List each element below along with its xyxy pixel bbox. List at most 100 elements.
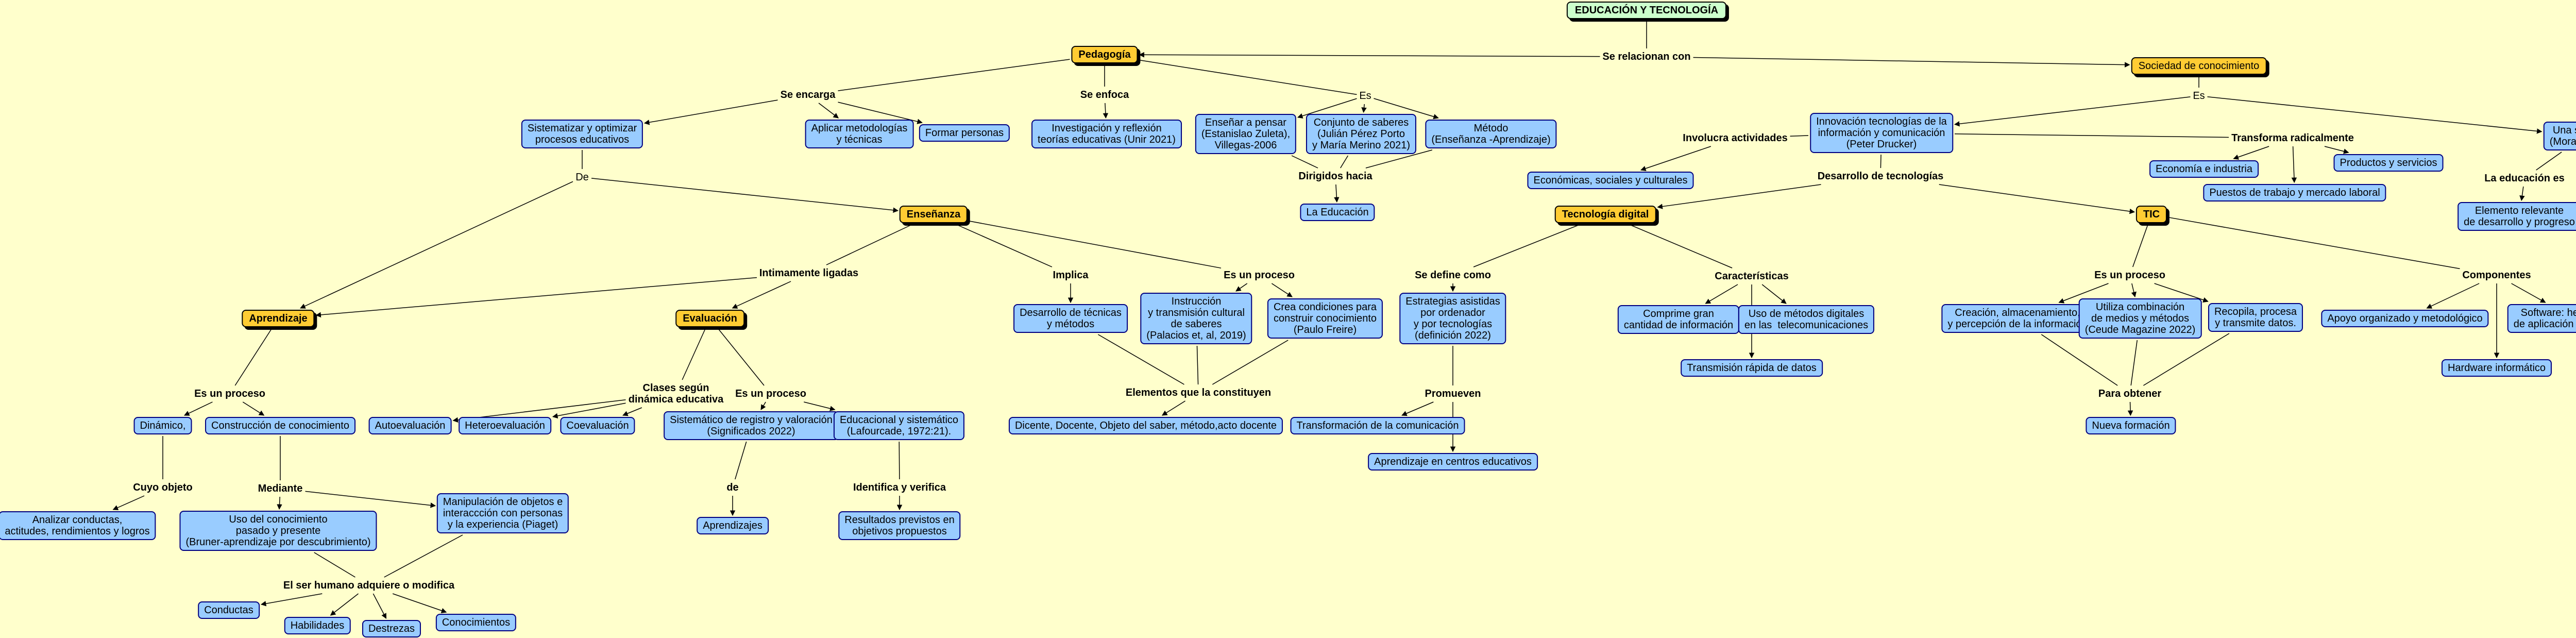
node-dirigidos: Dirigidos hacia bbox=[1298, 171, 1372, 182]
node-utiliza[interactable]: Utiliza combinación de medios y métodos … bbox=[2078, 298, 2202, 339]
link-es2-innovacion bbox=[1954, 96, 2191, 127]
node-construccion[interactable]: Construcción de conocimiento bbox=[205, 417, 355, 434]
link-de1-ensenanza bbox=[591, 178, 899, 213]
node-esproceso3: Es un proceso bbox=[735, 388, 806, 399]
node-nuevaformacion[interactable]: Nueva formación bbox=[2086, 417, 2176, 434]
link-mediante-manipulacion bbox=[305, 491, 436, 508]
link-involucra-economicas bbox=[1640, 146, 1711, 171]
node-creacion[interactable]: Creación, almacenamiento, y percepción d… bbox=[1941, 304, 2094, 333]
node-apoyo[interactable]: Apoyo organizado y metodológico bbox=[2321, 310, 2489, 327]
node-creacondiciones[interactable]: Crea condiciones para construir conocimi… bbox=[1267, 298, 1383, 339]
link-relacionan-sociedad bbox=[1693, 57, 2130, 68]
link-uso-elser bbox=[314, 552, 355, 578]
link-clases-coevaluacion bbox=[622, 407, 642, 416]
link-utiliza-paraobtener bbox=[2130, 340, 2138, 386]
node-sociedad[interactable]: Sociedad de conocimiento bbox=[2131, 57, 2267, 75]
node-conductas[interactable]: Conductas bbox=[198, 601, 260, 619]
node-resultados[interactable]: Resultados previstos en objetivos propue… bbox=[838, 511, 961, 540]
node-esproceso2: Es un proceso bbox=[1224, 270, 1295, 281]
node-conjunto[interactable]: Conjunto de saberes (Julián Pérez Porto … bbox=[1306, 114, 1417, 154]
node-ensenanza[interactable]: Enseñanza bbox=[899, 206, 968, 223]
node-conocimientos[interactable]: Conocimientos bbox=[435, 614, 517, 631]
node-promueven: Promueven bbox=[1425, 388, 1481, 399]
node-tecnologia[interactable]: Tecnología digital bbox=[1554, 206, 1656, 223]
link-ensenanza-esproceso2 bbox=[969, 221, 1222, 268]
link-unasociedad-laeducacion2 bbox=[2536, 152, 2562, 171]
node-dinamico[interactable]: Dinámico, bbox=[133, 417, 192, 434]
node-desarrollo[interactable]: Desarrollo de técnicas y métodos bbox=[1013, 304, 1128, 333]
link-encarga-sistematizar bbox=[643, 99, 778, 125]
node-educacional[interactable]: Educacional y sistemático (Lafourcade, 1… bbox=[833, 411, 965, 440]
node-usometodos[interactable]: Uso de métodos digitales en las telecomu… bbox=[1738, 305, 1875, 334]
node-evaluacion[interactable]: Evaluación bbox=[675, 310, 744, 327]
node-mediante: Mediante bbox=[258, 483, 303, 494]
node-autoevaluacion[interactable]: Autoevaluación bbox=[368, 417, 452, 434]
node-laeducacion[interactable]: La Educación bbox=[1300, 204, 1375, 221]
node-paraobtener: Para obtener bbox=[2098, 388, 2162, 399]
link-esproceso3-educacional bbox=[804, 401, 836, 411]
link-encarga-aplicar bbox=[818, 103, 839, 119]
node-de2: de bbox=[726, 482, 739, 493]
node-pedagogia[interactable]: Pedagogía bbox=[1071, 46, 1138, 63]
node-formar[interactable]: Formar personas bbox=[919, 124, 1010, 142]
link-educacional-identifica bbox=[899, 441, 900, 480]
node-desarrollotec: Desarrollo de tecnologías bbox=[1817, 171, 1944, 182]
node-estrategias[interactable]: Estrategias asistidas por ordenador y po… bbox=[1399, 293, 1506, 344]
node-aplicar[interactable]: Aplicar metodologías y técnicas bbox=[805, 120, 914, 148]
node-habilidades[interactable]: Habilidades bbox=[284, 617, 351, 634]
link-conjunto-dirigidos bbox=[1340, 155, 1349, 169]
link-esproceso4-creacion bbox=[2058, 283, 2109, 304]
node-productos[interactable]: Productos y servicios bbox=[2333, 154, 2444, 172]
node-transformacion[interactable]: Transformación de la comunicación bbox=[1290, 417, 1465, 434]
node-ensenar[interactable]: Enseñar a pensar (Estanislao Zuleta), Vi… bbox=[1195, 114, 1297, 154]
node-economia[interactable]: Economía e industria bbox=[2149, 160, 2259, 178]
link-elementos-docente bbox=[1161, 400, 1185, 416]
node-uso[interactable]: Uso del conocimiento pasado y presente (… bbox=[179, 511, 377, 551]
link-ensenanza-implica bbox=[956, 224, 1053, 267]
node-hardware[interactable]: Hardware informático bbox=[2441, 359, 2552, 377]
node-aprendizajes[interactable]: Aprendizajes bbox=[697, 517, 769, 534]
link-esproceso4-utiliza bbox=[2131, 283, 2137, 298]
link-relacionan-pedagogia bbox=[1139, 52, 1600, 58]
node-economicas[interactable]: Económicas, sociales y culturales bbox=[1527, 172, 1694, 189]
link-caracteristicas-usometodos bbox=[1761, 284, 1787, 304]
node-transmision[interactable]: Transmisión rápida de datos bbox=[1681, 359, 1823, 377]
node-coevaluacion[interactable]: Coevaluación bbox=[560, 417, 635, 434]
node-puestos[interactable]: Puestos de trabajo y mercado laboral bbox=[2203, 184, 2386, 202]
link-transforma-puestos bbox=[2291, 146, 2297, 183]
link-pedagogia-es1 bbox=[1139, 59, 1357, 95]
link-esproceso1-construccion bbox=[242, 401, 265, 416]
link-elser-conductas bbox=[260, 593, 323, 607]
node-sistematizar[interactable]: Sistematizar y optimizar procesos educat… bbox=[521, 120, 643, 148]
link-metodo-dirigidos bbox=[1365, 149, 1433, 169]
link-mediante-uso bbox=[277, 496, 282, 510]
node-encarga: Se encarga bbox=[780, 89, 836, 100]
node-analizar[interactable]: Analizar conductas, actitudes, rendimien… bbox=[0, 511, 156, 540]
node-identifica: Identifica y verifica bbox=[853, 482, 946, 493]
node-metodo[interactable]: Método (Enseñanza -Aprendizaje) bbox=[1425, 120, 1557, 148]
link-es1-metodo bbox=[1374, 98, 1439, 120]
node-sistematico[interactable]: Sistemático de registro y valoración (Si… bbox=[664, 411, 839, 440]
node-docente[interactable]: Dicente, Docente, Objeto del saber, méto… bbox=[1008, 417, 1283, 434]
node-software[interactable]: Software: herramientas de aplicación y d… bbox=[2507, 304, 2576, 333]
node-comprime[interactable]: Comprime gran cantidad de información bbox=[1617, 305, 1740, 334]
node-root[interactable]: EDUCACIÓN Y TECNOLOGÍA bbox=[1566, 2, 1727, 19]
node-aprendizajecentros[interactable]: Aprendizaje en centros educativos bbox=[1368, 453, 1538, 471]
node-tic[interactable]: TIC bbox=[2136, 206, 2167, 223]
link-elser-conocimientos bbox=[392, 593, 447, 613]
link-componentes-apoyo bbox=[2426, 283, 2480, 309]
node-manipulacion[interactable]: Manipulación de objetos e interaccción c… bbox=[436, 493, 569, 533]
node-recopila[interactable]: Recopila, procesa y transmite datos. bbox=[2208, 303, 2303, 332]
node-de1: De bbox=[575, 172, 589, 183]
node-investigacion[interactable]: Investigación y reflexión teorías educat… bbox=[1031, 120, 1182, 148]
node-instruccion[interactable]: Instrucción y transmisión cultural de sa… bbox=[1140, 293, 1252, 344]
node-aprendizaje[interactable]: Aprendizaje bbox=[242, 310, 315, 327]
link-aprendizaje-esproceso1 bbox=[234, 328, 272, 386]
link-innovacion-desarrollotec bbox=[1880, 154, 1882, 169]
node-innovacion[interactable]: Innovación tecnologías de la información… bbox=[1810, 113, 1953, 153]
node-destrezas[interactable]: Destrezas bbox=[362, 620, 421, 637]
link-esproceso3-sistematico bbox=[760, 401, 766, 410]
node-heteroevaluacion[interactable]: Heteroevaluación bbox=[459, 417, 551, 434]
node-elemento[interactable]: Elemento relevante de desarrollo y progr… bbox=[2458, 202, 2576, 231]
node-unasociedad[interactable]: Una sociedad (Morales 2020) bbox=[2543, 122, 2576, 150]
